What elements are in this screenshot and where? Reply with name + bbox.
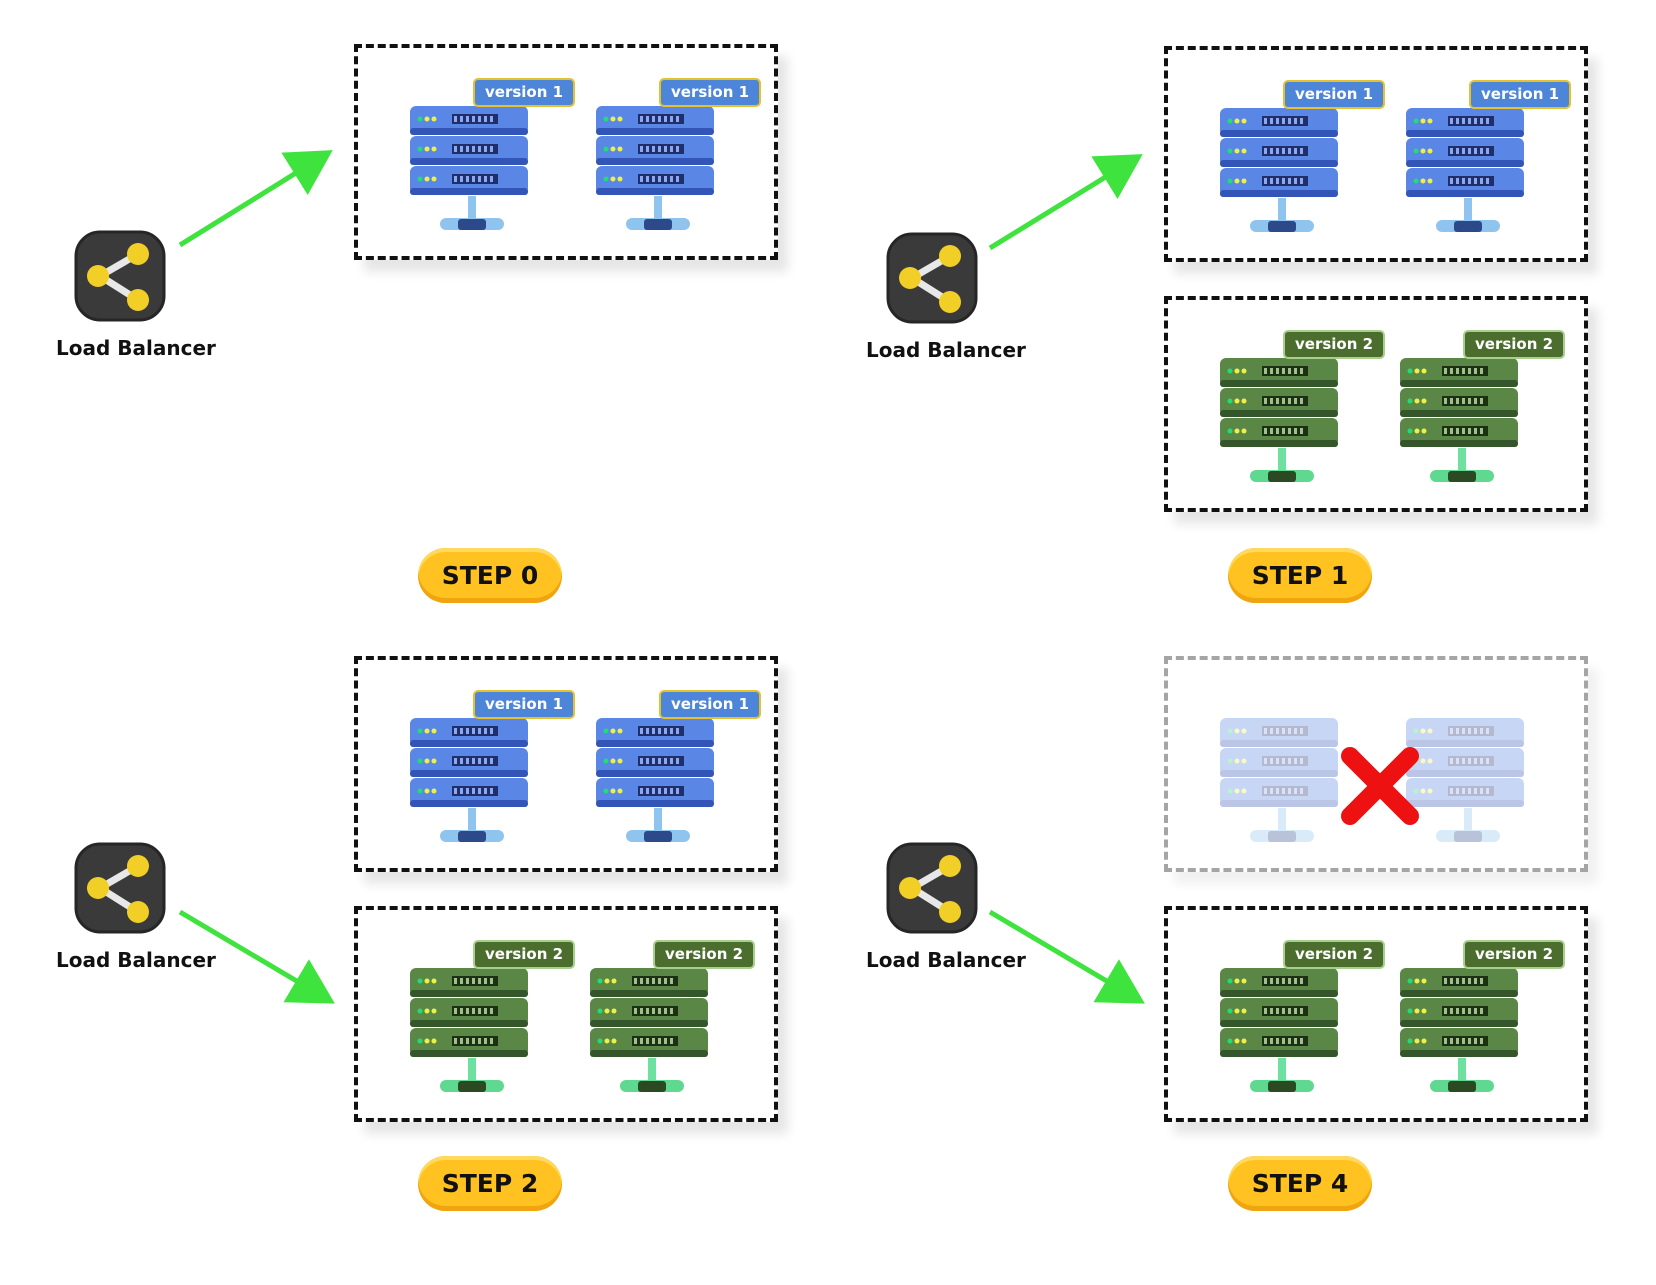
server-v1: version 1 <box>1220 80 1386 240</box>
v1-server-group: version 1 version 1 <box>354 656 778 872</box>
server-v2: version 2 <box>1400 330 1566 490</box>
version-tag: version 1 <box>1469 80 1572 109</box>
step-badge: STEP 0 <box>418 548 562 603</box>
version-tag: version 2 <box>653 940 756 969</box>
server-icon <box>1220 718 1338 842</box>
version-tag: version 1 <box>473 78 576 107</box>
step-badge: STEP 1 <box>1228 548 1372 603</box>
v1-server-group-removed <box>1164 656 1588 872</box>
v2-server-group: version 2 version 2 <box>1164 906 1588 1122</box>
version-tag: version 2 <box>1463 330 1566 359</box>
v2-server-group: version 2 version 2 <box>1164 296 1588 512</box>
version-tag: version 2 <box>1283 940 1386 969</box>
version-tag: version 1 <box>1283 80 1386 109</box>
remove-x-icon <box>1341 747 1419 825</box>
version-tag: version 1 <box>659 78 762 107</box>
server-v1: version 1 <box>1406 80 1572 240</box>
version-tag: version 2 <box>1283 330 1386 359</box>
version-tag: version 2 <box>1463 940 1566 969</box>
server-v1: version 1 <box>410 690 576 850</box>
server-v1: version 1 <box>596 78 762 238</box>
load-balancer-label: Load Balancer <box>56 336 216 360</box>
v2-server-group: version 2 version 2 <box>354 906 778 1122</box>
server-icon <box>1406 718 1524 842</box>
step-badge: STEP 4 <box>1228 1156 1372 1211</box>
server-v2: version 2 <box>410 940 576 1100</box>
version-tag: version 1 <box>659 690 762 719</box>
version-tag: version 2 <box>473 940 576 969</box>
version-tag: version 1 <box>473 690 576 719</box>
v1-server-group: version 1 version 1 <box>1164 46 1588 262</box>
step-badge: STEP 2 <box>418 1156 562 1211</box>
server-v2: version 2 <box>1220 330 1386 490</box>
server-v1: version 1 <box>596 690 762 850</box>
load-balancer-label: Load Balancer <box>866 948 1026 972</box>
server-v2: version 2 <box>1400 940 1566 1100</box>
server-v1-removed <box>1406 690 1556 850</box>
load-balancer-label: Load Balancer <box>866 338 1026 362</box>
load-balancer-label: Load Balancer <box>56 948 216 972</box>
server-v1: version 1 <box>410 78 576 238</box>
v1-server-group: version 1 version 1 <box>354 44 778 260</box>
server-v2: version 2 <box>590 940 756 1100</box>
server-v2: version 2 <box>1220 940 1386 1100</box>
